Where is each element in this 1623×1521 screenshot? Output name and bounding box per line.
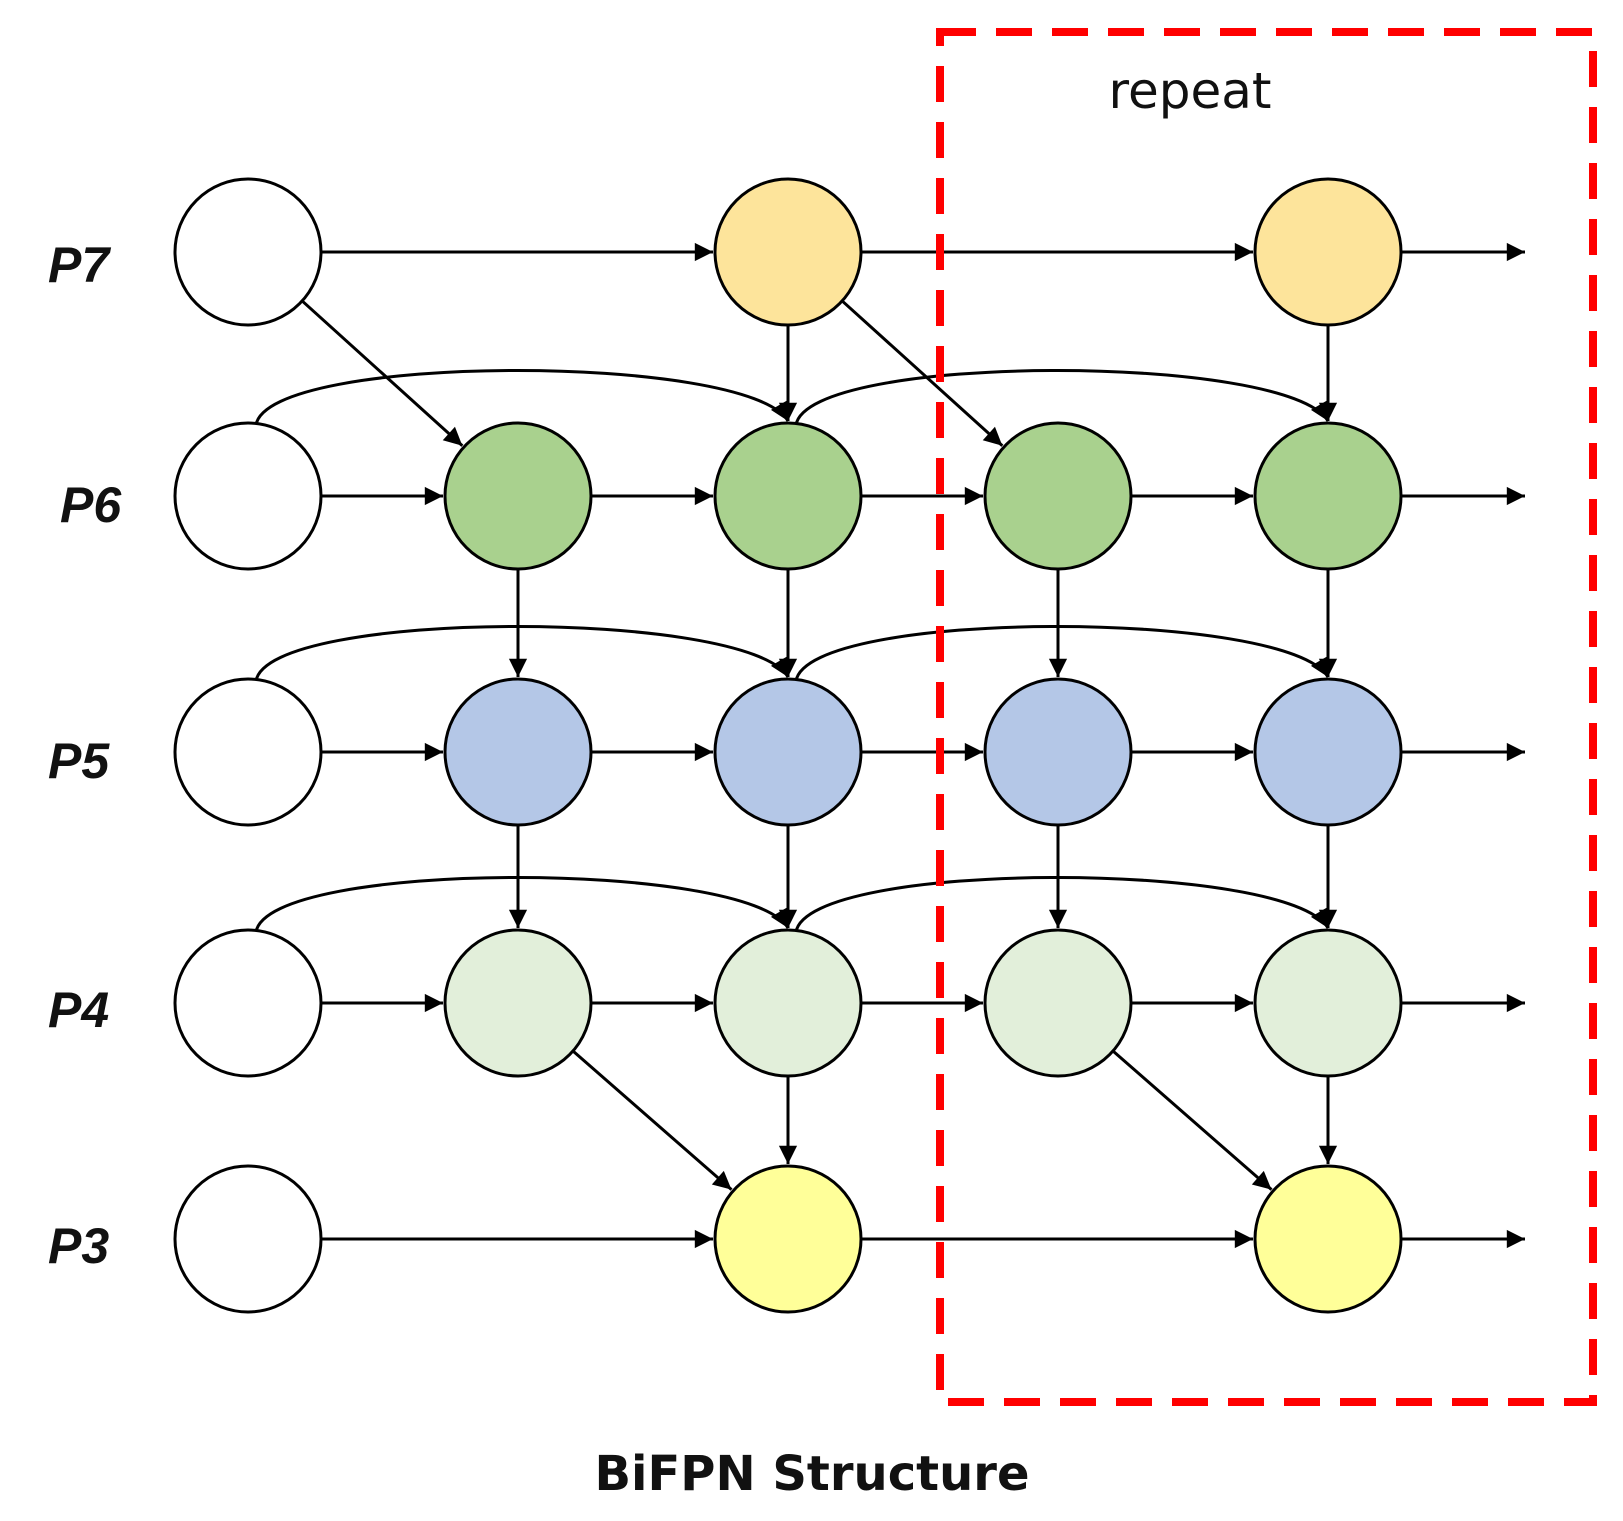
diagram-title: BiFPN Structure bbox=[594, 1446, 1029, 1502]
node-out2-p5 bbox=[1253, 677, 1403, 827]
edge-out1-p4-to-out2-p4 bbox=[794, 876, 1330, 933]
repeat-label: repeat bbox=[1109, 62, 1272, 120]
edge-out1-p5-to-out2-p5 bbox=[794, 625, 1330, 682]
node-out2-p6 bbox=[1253, 421, 1403, 571]
node-in-p4 bbox=[173, 928, 323, 1078]
node-out1-p7 bbox=[713, 177, 863, 327]
edge-in-p7-to-td1-p6 bbox=[301, 299, 464, 447]
node-out2-p7 bbox=[1253, 177, 1403, 327]
edges-layer bbox=[254, 242, 1525, 1249]
node-out1-p4 bbox=[713, 928, 863, 1078]
node-in-p7 bbox=[173, 177, 323, 327]
node-out2-p4 bbox=[1253, 928, 1403, 1078]
node-td2-p5 bbox=[983, 677, 1133, 827]
level-label-p3: P3 bbox=[48, 1218, 109, 1274]
nodes-layer bbox=[173, 177, 1403, 1314]
edge-out1-p6-to-out2-p6 bbox=[794, 369, 1330, 426]
level-label-p7: P7 bbox=[48, 237, 111, 293]
level-label-p4: P4 bbox=[48, 982, 109, 1038]
node-td1-p6 bbox=[443, 421, 593, 571]
node-td2-p4 bbox=[983, 928, 1133, 1078]
node-out2-p3 bbox=[1253, 1164, 1403, 1314]
node-td1-p5 bbox=[443, 677, 593, 827]
node-out1-p3 bbox=[713, 1164, 863, 1314]
level-label-p6: P6 bbox=[60, 477, 122, 533]
edge-out1-p7-to-td2-p6 bbox=[841, 299, 1004, 447]
edge-in-p6-to-out1-p6 bbox=[254, 369, 790, 426]
node-in-p6 bbox=[173, 421, 323, 571]
repeat-box bbox=[936, 28, 1597, 1406]
edge-in-p5-to-out1-p5 bbox=[254, 625, 790, 682]
level-label-p5: P5 bbox=[48, 733, 110, 789]
node-td1-p4 bbox=[443, 928, 593, 1078]
node-in-p3 bbox=[173, 1164, 323, 1314]
node-out1-p5 bbox=[713, 677, 863, 827]
edge-td2-p4-to-out2-p3 bbox=[1111, 1049, 1273, 1191]
edge-td1-p4-to-out1-p3 bbox=[571, 1049, 733, 1191]
node-out1-p6 bbox=[713, 421, 863, 571]
node-td2-p6 bbox=[983, 421, 1133, 571]
node-in-p5 bbox=[173, 677, 323, 827]
edge-in-p4-to-out1-p4 bbox=[254, 876, 790, 933]
